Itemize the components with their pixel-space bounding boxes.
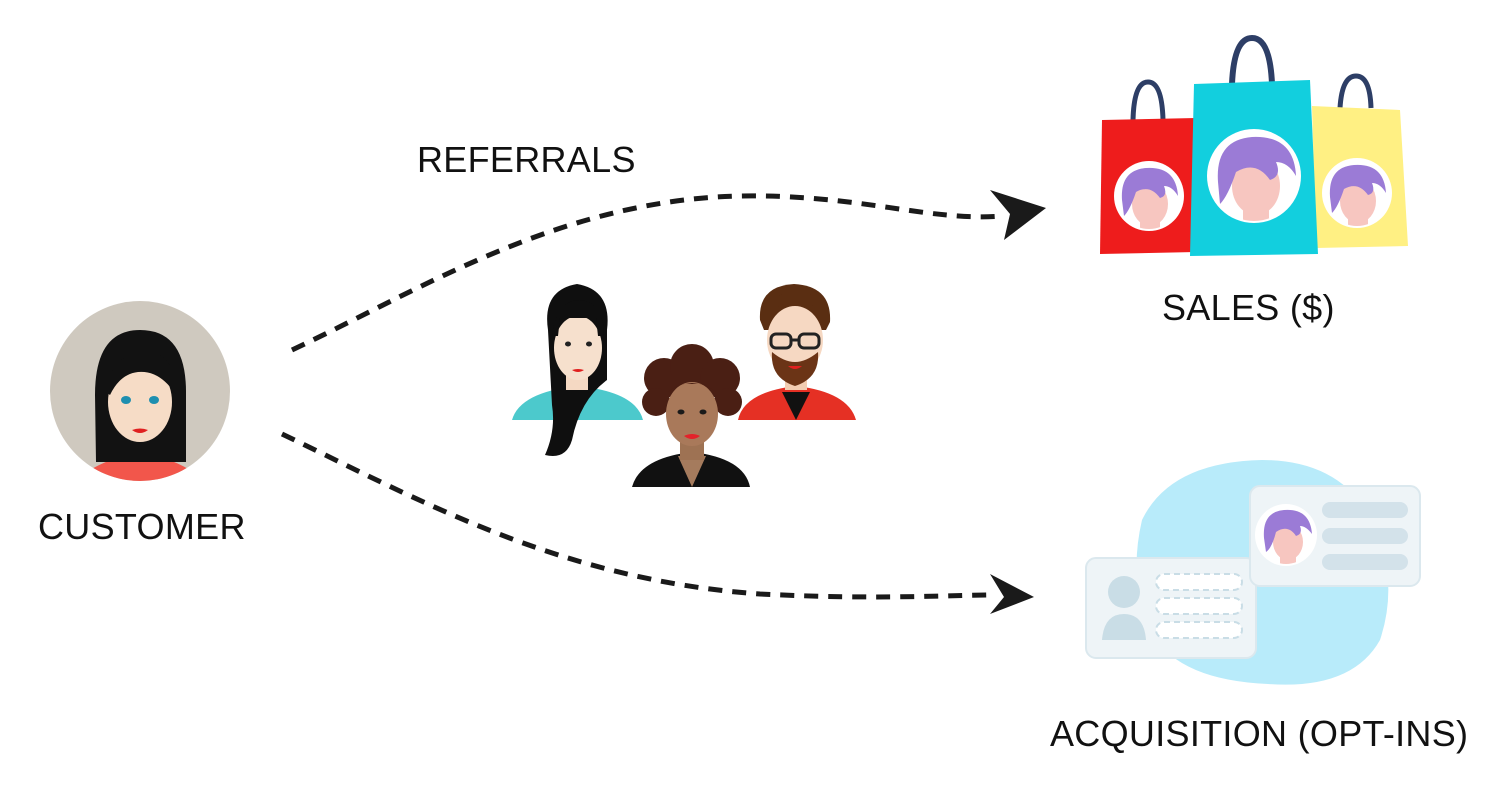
shopping-bag-cyan [1190,34,1318,256]
customer-avatar-icon [50,301,230,481]
arrowhead-icon [990,190,1046,240]
customer-label: CUSTOMER [38,506,246,547]
contact-cards-icon [1085,460,1421,685]
sales-label: SALES ($) [1162,287,1335,328]
referral-people-group-icon [512,284,856,487]
acquisition-label: ACQUISITION (OPT-INS) [1050,713,1469,754]
arrow-to-acquisition [280,431,1034,614]
contact-card-left [1085,557,1257,659]
shopping-bag-red [1100,79,1196,254]
shopping-bags-icon [1100,34,1408,256]
referral-person-woman-long-hair [512,284,643,456]
referrals-label: REFERRALS [417,139,636,180]
referral-person-woman-curly-hair [632,344,750,487]
contact-card-right [1249,485,1421,587]
arrowhead-icon [990,574,1034,614]
arrow-to-sales [290,190,1046,353]
shopping-bag-yellow [1312,73,1408,248]
referral-person-man-glasses [738,284,856,420]
